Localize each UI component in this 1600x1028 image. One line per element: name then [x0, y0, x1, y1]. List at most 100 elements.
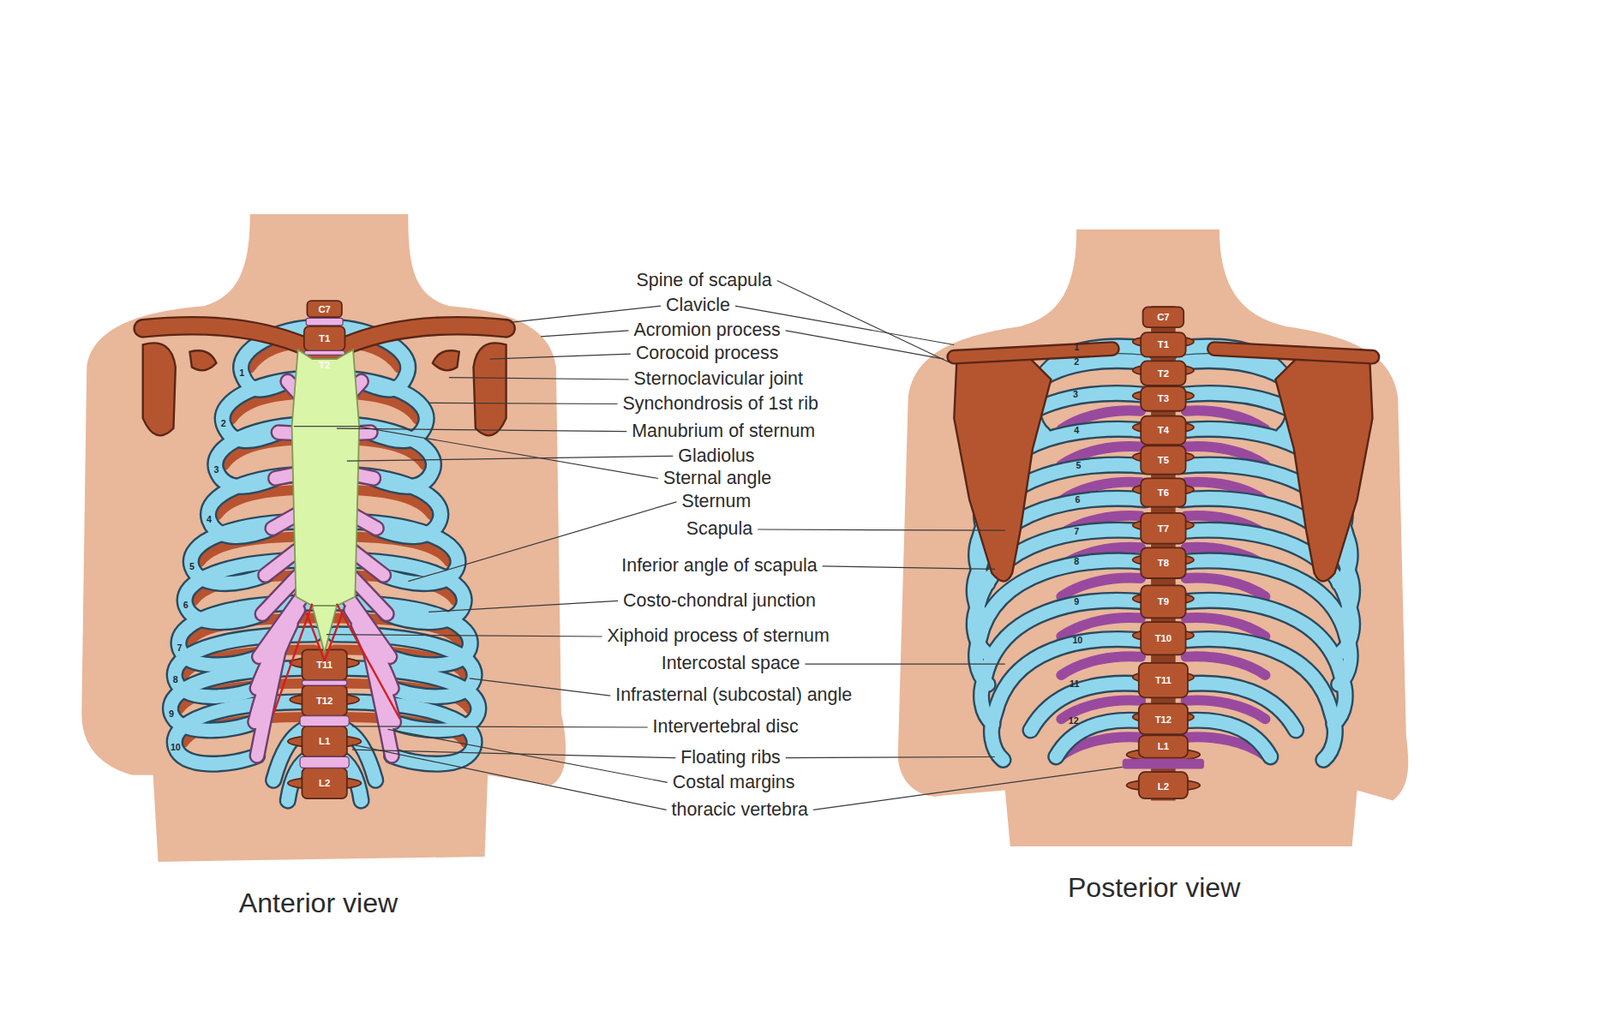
posterior-vertebrae	[1126, 306, 1201, 799]
part-label: Spine of scapula	[636, 270, 773, 292]
torso-silhouette	[898, 229, 1409, 847]
part-label: Intervertebral disc	[653, 717, 799, 738]
vertebra-label: L2	[318, 778, 330, 789]
rib-number: 11	[1069, 679, 1079, 690]
leader-line	[813, 767, 1123, 810]
intervertebral-disc	[1122, 759, 1205, 770]
vertebra	[1138, 735, 1188, 758]
vertebra-label: T7	[1157, 523, 1169, 534]
vertebra-label: T10	[1155, 633, 1172, 644]
rib-number: 12	[1068, 716, 1079, 727]
rib-number: 3	[213, 465, 219, 476]
leader-line	[352, 726, 648, 728]
sternal-angle-line	[293, 425, 358, 427]
vertebra	[301, 726, 347, 758]
disc	[301, 680, 347, 686]
rib-number: 6	[1074, 495, 1080, 506]
right-rib-cage	[335, 325, 507, 801]
vertebra-label: T2	[318, 359, 330, 371]
rib-number: 9	[1073, 597, 1079, 608]
part-label: thoracic vertebra	[671, 800, 809, 821]
part-label: Intercostal space	[661, 653, 801, 675]
infrasternal-angle-marker	[273, 604, 401, 720]
xiphoid	[311, 605, 337, 654]
part-label: Inferior angle of scapula	[621, 556, 817, 577]
vertebra-label: T12	[316, 695, 333, 707]
rib-number: 4	[206, 515, 212, 526]
leader-line	[347, 455, 674, 462]
leader-line	[540, 330, 629, 337]
disc	[299, 756, 349, 768]
vertebra	[1140, 513, 1186, 545]
part-label: Gladiolus	[677, 446, 755, 468]
part-label: Scapula	[686, 519, 753, 540]
vertebra-label: C7	[317, 304, 330, 315]
vertebra-label: T11	[1155, 675, 1172, 686]
sternum	[292, 349, 360, 606]
part-label: Corocoid process	[635, 343, 779, 365]
leader-line	[352, 744, 667, 810]
vertebra	[1140, 445, 1186, 474]
part-label: Infrasternal (subcostal) angle	[615, 685, 852, 707]
leader-line	[428, 402, 618, 404]
vertebra	[1140, 585, 1186, 618]
leader-line	[352, 749, 677, 759]
left-rib-cage	[143, 325, 315, 801]
vertebra-label: T4	[1157, 425, 1169, 436]
part-label: Manubrium of sternum	[631, 421, 815, 443]
vertebra	[304, 326, 346, 352]
disc	[299, 716, 349, 727]
rib-number: 1	[239, 368, 245, 379]
rib-number: 6	[183, 600, 189, 612]
vertebra	[1138, 772, 1188, 799]
part-label: Sternum	[681, 491, 751, 513]
vertebra-label: T2	[1157, 368, 1169, 379]
leader-line	[388, 729, 668, 783]
rib-number: 10	[1072, 635, 1083, 647]
vertebra	[1138, 703, 1188, 735]
part-label: Costo-chondral junction	[623, 591, 816, 612]
vertebra-label: T9	[1157, 596, 1169, 607]
rib-number: 7	[1073, 527, 1079, 538]
leader-line	[469, 678, 612, 696]
part-label: Xiphoid process of sternum	[607, 626, 830, 648]
vertebra-label: T11	[316, 659, 333, 671]
vertebra	[1140, 622, 1186, 655]
vertebra-label: T1	[1157, 339, 1169, 350]
view-caption: Anterior view	[239, 888, 398, 919]
vertebra-label: L1	[1157, 741, 1169, 752]
vertebra	[1143, 306, 1185, 328]
vertebra-label: T3	[1157, 393, 1169, 404]
rib-number: 2	[1073, 357, 1079, 368]
rib-number: 2	[221, 419, 227, 430]
vertebra	[1140, 416, 1186, 445]
part-label: Acromion process	[634, 320, 781, 342]
leader-line	[785, 330, 945, 360]
part-label: Floating ribs	[680, 748, 781, 769]
part-label: Clavicle	[665, 295, 731, 317]
vertebra	[1140, 547, 1186, 579]
vertebra-label: T6	[1157, 487, 1169, 498]
leader-line	[449, 377, 630, 380]
vertebra-label: T5	[1157, 455, 1169, 466]
leader-line	[326, 635, 603, 637]
vertebra	[301, 685, 347, 717]
vertebra-label: T12	[1155, 714, 1172, 726]
left-scapula	[953, 348, 1113, 582]
leader-line	[777, 281, 950, 363]
vertebra	[1140, 332, 1186, 358]
torso-silhouette	[81, 214, 566, 863]
vertebra	[1138, 663, 1188, 698]
rib-number: 1	[1073, 342, 1079, 354]
leader-line	[490, 353, 631, 360]
vertebra-label: T1	[318, 333, 330, 344]
rib-number: 5	[189, 562, 195, 573]
rib-number: 3	[1072, 389, 1079, 401]
rib-number: 10	[170, 743, 181, 754]
disc	[305, 317, 343, 325]
rib-number: 8	[173, 675, 179, 686]
leader-line	[757, 529, 1006, 531]
leader-line	[357, 426, 659, 480]
